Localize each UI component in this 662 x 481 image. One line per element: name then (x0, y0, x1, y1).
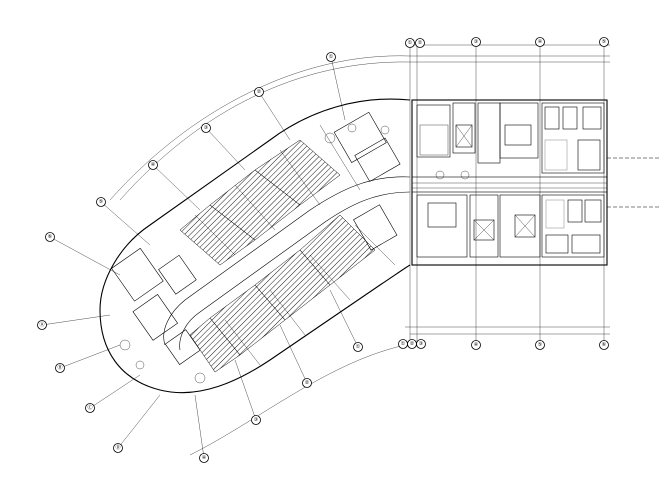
axis-bubbles-top: ① ② ③ ④ ⑤ (405, 37, 609, 48)
axis-bubble: Ⓐ (37, 320, 47, 330)
axis-bubble: ⑥ (599, 340, 609, 350)
axis-bubble: ④ (148, 160, 158, 170)
axis-bubble: ③ (471, 37, 481, 47)
axis-bubble: ① (353, 342, 363, 352)
axis-bubble: ③ (416, 339, 426, 349)
axis-bubble: ⑥ (45, 232, 55, 242)
axis-bubbles-left: Ⓐ Ⓑ Ⓒ Ⓓ (37, 320, 123, 453)
axis-bubble: ④ (535, 37, 545, 47)
svg-text:⑤: ⑤ (538, 342, 542, 348)
axis-bubble: ② (415, 38, 425, 48)
svg-text:③: ③ (474, 39, 478, 45)
axis-bubble: ⑤ (599, 37, 609, 47)
axis-bubble: ① (405, 38, 415, 48)
svg-text:④: ④ (538, 39, 543, 45)
axis-bubble: ④ (471, 340, 481, 350)
svg-text:②: ② (305, 380, 310, 386)
axis-bubble: Ⓑ (55, 363, 65, 373)
svg-text:⑤: ⑤ (602, 39, 606, 45)
svg-text:①: ① (329, 54, 334, 60)
axis-bubble: ③ (201, 123, 211, 133)
axis-bubbles-curved-lower: ① ② ③ ④ (199, 342, 363, 463)
axis-bubble: ② (407, 339, 417, 349)
rect-wing (405, 42, 660, 344)
curved-wing (41, 55, 411, 459)
svg-text:Ⓒ: Ⓒ (87, 404, 92, 411)
axis-bubbles-curved-outer: ① ② ③ ④ ⑤ ⑥ (45, 52, 336, 242)
axis-bubble: ② (302, 378, 312, 388)
axis-bubble: ⑤ (535, 340, 545, 350)
svg-text:Ⓐ: Ⓐ (39, 321, 44, 328)
svg-text:④: ④ (151, 162, 156, 168)
axis-bubble: Ⓒ (85, 403, 95, 413)
svg-text:⑤: ⑤ (99, 199, 103, 205)
axis-bubble: ③ (251, 415, 261, 425)
svg-text:④: ④ (202, 455, 207, 461)
axis-bubble: Ⓓ (113, 443, 123, 453)
axis-bubble: ④ (199, 453, 209, 463)
axis-bubble: ⑤ (96, 197, 106, 207)
svg-text:③: ③ (419, 341, 423, 347)
axis-bubble: ① (326, 52, 336, 62)
svg-text:①: ① (401, 341, 406, 347)
svg-text:①: ① (408, 40, 413, 46)
svg-text:Ⓑ: Ⓑ (57, 364, 62, 371)
svg-text:①: ① (356, 344, 361, 350)
axis-bubble: ② (254, 87, 264, 97)
svg-text:③: ③ (204, 125, 208, 131)
svg-text:Ⓓ: Ⓓ (115, 444, 120, 451)
svg-text:⑥: ⑥ (48, 234, 53, 240)
svg-text:②: ② (257, 89, 262, 95)
svg-text:②: ② (418, 40, 423, 46)
svg-text:②: ② (410, 341, 415, 347)
svg-text:④: ④ (474, 342, 479, 348)
axis-bubbles-bottom: ① ② ③ ④ ⑤ ⑥ (398, 339, 609, 350)
svg-text:③: ③ (254, 417, 258, 423)
svg-text:⑥: ⑥ (602, 342, 607, 348)
axis-bubble: ① (398, 339, 408, 349)
